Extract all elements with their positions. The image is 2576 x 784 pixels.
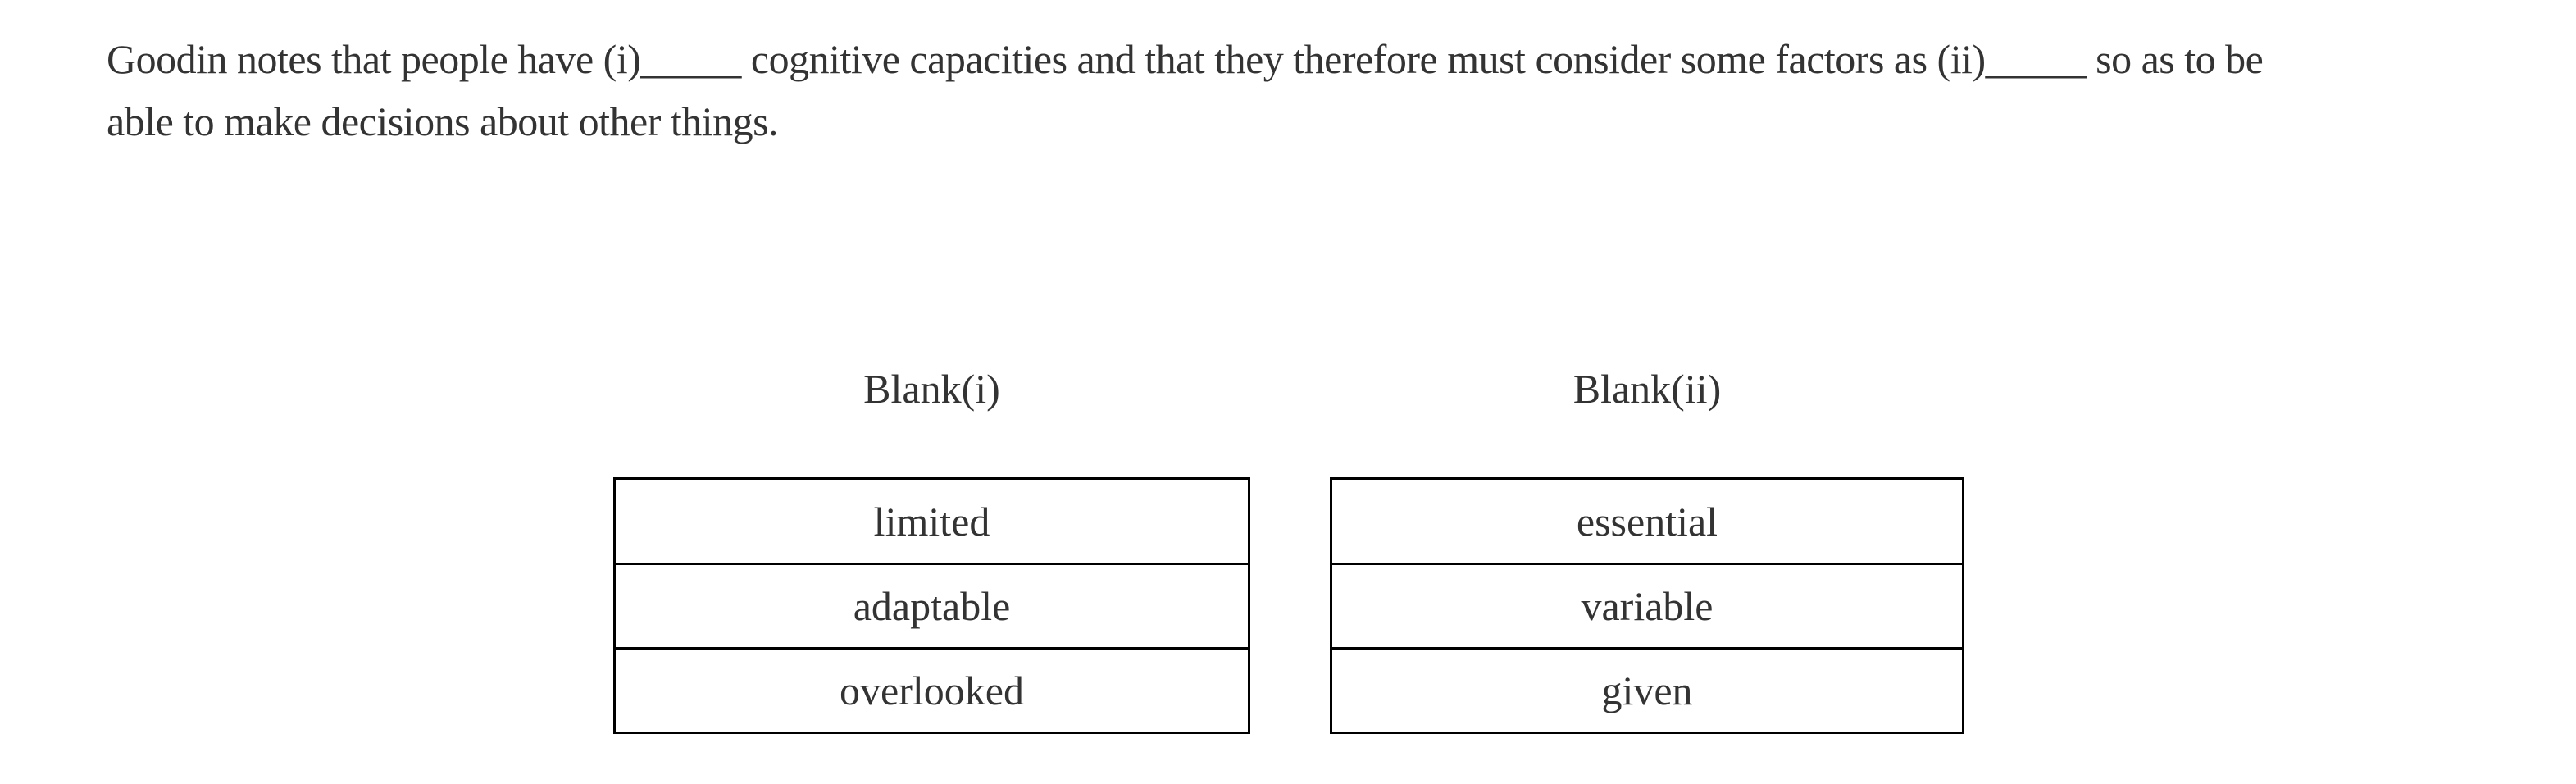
blank-i-option-limited[interactable]: limited	[613, 477, 1250, 565]
blank-ii-option-essential[interactable]: essential	[1330, 477, 1964, 565]
blank-ii-option-variable[interactable]: variable	[1330, 563, 1964, 650]
blank-i-option-overlooked[interactable]: overlooked	[613, 647, 1250, 734]
question-passage-line-1: Goodin notes that people have (i)_____ c…	[107, 36, 2264, 82]
blank-ii-option-given[interactable]: given	[1330, 647, 1964, 734]
blank-i-heading: Blank(i)	[863, 366, 1000, 412]
blank-i-options-table: limited adaptable overlooked	[613, 477, 1250, 734]
question-passage-line-2: able to make decisions about other thing…	[107, 98, 779, 144]
blank-ii-options-table: essential variable given	[1330, 477, 1964, 734]
blank-i-option-adaptable[interactable]: adaptable	[613, 563, 1250, 650]
question-passage: Goodin notes that people have (i)_____ c…	[107, 28, 2264, 153]
blank-ii-heading: Blank(ii)	[1572, 366, 1722, 412]
